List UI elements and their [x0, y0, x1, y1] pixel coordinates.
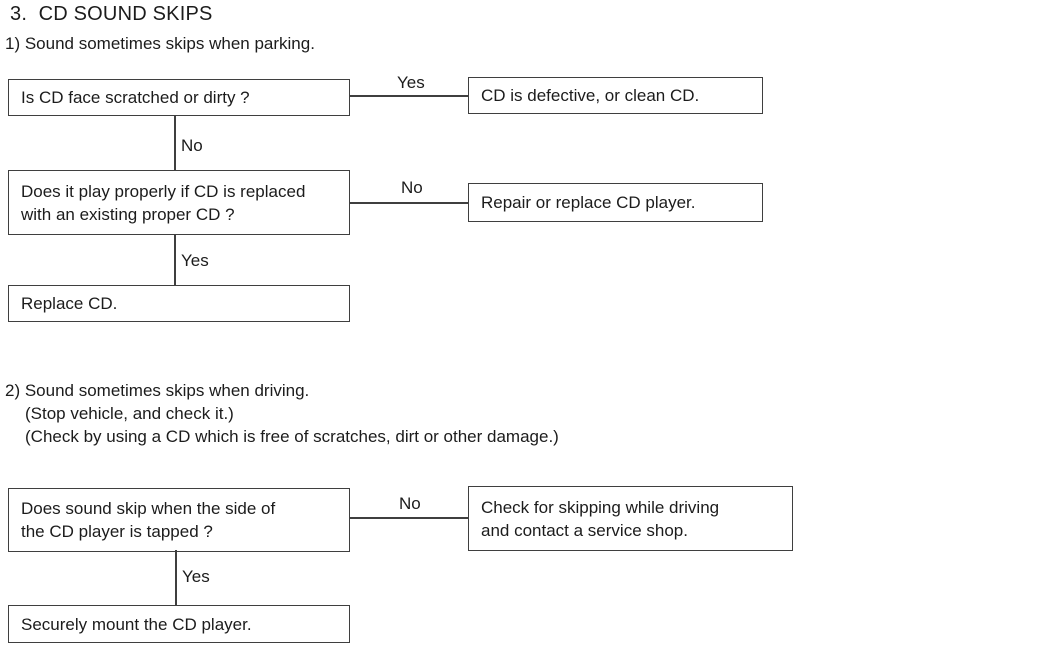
flow1-result-no2-box: Repair or replace CD player.: [468, 183, 763, 222]
page-title: 3. CD SOUND SKIPS: [10, 3, 213, 25]
flow1-result-yes1-text: CD is defective, or clean CD.: [481, 86, 700, 105]
flow1-yes1-connector-line: [349, 95, 469, 97]
flow2-result-no-box: Check for skipping while driving and con…: [468, 486, 793, 551]
flow1-question2-box: Does it play properly if CD is replaced …: [8, 170, 350, 235]
flow2-no-edge-label: No: [399, 494, 421, 513]
section1-heading: 1) Sound sometimes skips when parking.: [5, 34, 315, 53]
flow2-question-text-line1: Does sound skip when the side of: [21, 499, 276, 518]
flow1-result-no2-text: Repair or replace CD player.: [481, 193, 696, 212]
flow2-yes-edge-label: Yes: [182, 567, 210, 586]
flow1-question1-box: Is CD face scratched or dirty ?: [8, 79, 350, 116]
flow2-yes-connector-line: [175, 550, 177, 606]
flow1-yes1-edge-label: Yes: [397, 73, 425, 92]
flow2-result-no-text-line1: Check for skipping while driving: [481, 497, 720, 517]
flow1-yes2-connector-line: [174, 234, 176, 286]
section2-note2: (Check by using a CD which is free of sc…: [25, 427, 559, 446]
flow1-question2-text-line1: Does it play properly if CD is replaced: [21, 181, 306, 201]
flow1-result-yes1-box: CD is defective, or clean CD.: [468, 77, 763, 114]
flow1-no2-connector-line: [349, 202, 469, 204]
flow1-no1-edge-label: No: [181, 136, 203, 155]
section2-heading: 2) Sound sometimes skips when driving.: [5, 381, 310, 400]
flow1-yes2-edge-label: Yes: [181, 251, 209, 270]
flow2-question-box: Does sound skip when the side of the CD …: [8, 488, 350, 552]
flow1-question1-text: Is CD face scratched or dirty ?: [21, 88, 250, 107]
flow2-action-box: Securely mount the CD player.: [8, 605, 350, 643]
flow2-no-connector-line: [349, 517, 469, 519]
flow1-action-box: Replace CD.: [8, 285, 350, 322]
flow1-action-text: Replace CD.: [21, 294, 118, 313]
flow2-action-text: Securely mount the CD player.: [21, 614, 252, 634]
flow1-no2-edge-label: No: [401, 178, 423, 197]
section2-note1: (Stop vehicle, and check it.): [25, 404, 234, 423]
flow2-result-no-text-line2: and contact a service shop.: [481, 520, 688, 540]
flow1-question2-text-line2: with an existing proper CD ?: [21, 204, 235, 224]
flow2-question-text-line2: the CD player is tapped ?: [21, 522, 213, 541]
flow1-no1-connector-line: [174, 115, 176, 170]
